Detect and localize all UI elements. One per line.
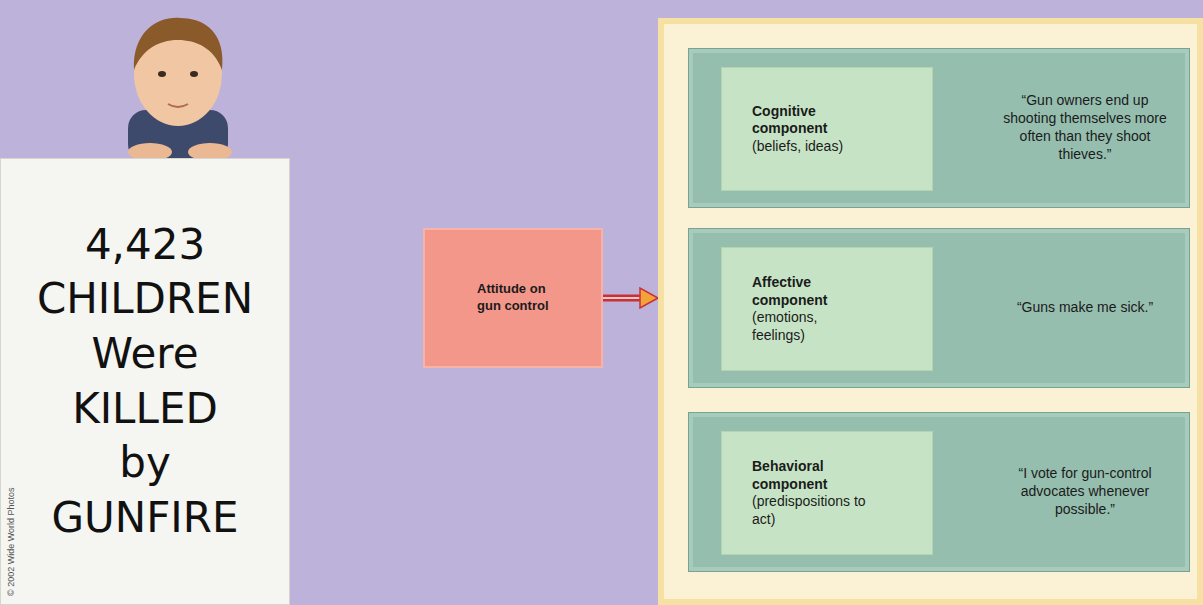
- component-description: (predispositions to act): [752, 493, 870, 528]
- component-description: (emotions, feelings): [752, 309, 870, 344]
- component-box: Behavioral component(predispositions to …: [721, 431, 933, 555]
- arrow-head: [640, 288, 658, 308]
- example-quote: “Gun owners end up shooting themselves m…: [1001, 92, 1169, 164]
- child-mouth: [168, 104, 188, 107]
- sign-slogan: 4,423 CHILDREN Were KILLED by GUNFIRE: [9, 218, 281, 546]
- component-name: Behavioral component: [752, 458, 870, 493]
- component-box: Cognitive component(beliefs, ideas): [721, 67, 933, 191]
- component-row: “I vote for gun-control advocates whenev…: [688, 412, 1190, 572]
- component-name: Cognitive component: [752, 103, 870, 138]
- photo-credit: © 2002 Wide World Photos: [6, 487, 16, 596]
- arrow-shaft: [603, 295, 644, 302]
- child-eye: [190, 71, 198, 77]
- attitude-label: Attitude on gun control: [477, 281, 551, 315]
- component-box: Affective component(emotions, feelings): [721, 247, 933, 371]
- component-row: “Gun owners end up shooting themselves m…: [688, 48, 1190, 208]
- component-name: Affective component: [752, 274, 870, 309]
- example-quote: “I vote for gun-control advocates whenev…: [1001, 465, 1169, 519]
- protest-sign: 4,423 CHILDREN Were KILLED by GUNFIRE: [0, 158, 290, 605]
- example-quote: “Guns make me sick.”: [1001, 299, 1169, 317]
- component-row: “Guns make me sick.” Affective component(…: [688, 228, 1190, 388]
- component-description: (beliefs, ideas): [752, 138, 870, 156]
- components-panel: “Gun owners end up shooting themselves m…: [658, 18, 1203, 605]
- child-hair: [134, 18, 223, 70]
- arrow-shaft-inner: [603, 297, 644, 299]
- arrow-connector: [603, 288, 658, 308]
- child-eye: [158, 71, 166, 77]
- attitude-box: Attitude on gun control: [423, 228, 603, 368]
